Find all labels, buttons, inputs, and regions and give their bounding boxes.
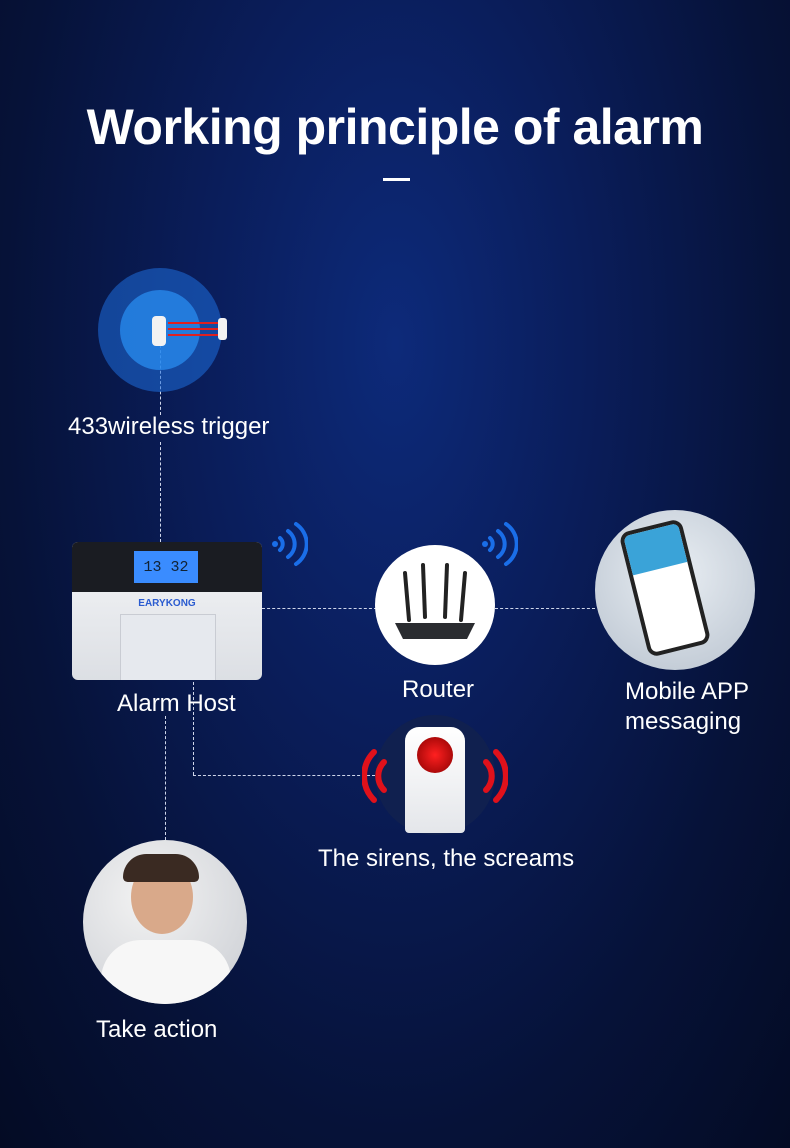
connector-host-router — [262, 608, 377, 609]
connector-trigger-host-lower — [160, 442, 161, 542]
wifi-signal-icon — [482, 522, 518, 566]
siren-icon — [405, 727, 465, 833]
title-underline — [383, 178, 410, 181]
page-title: Working principle of alarm — [86, 99, 704, 155]
alarm-panel-icon: 13 32 EARYKONG — [72, 542, 262, 680]
connector-host-siren — [193, 682, 194, 775]
app-circle — [595, 510, 755, 670]
siren-circle — [375, 715, 495, 835]
keypad — [120, 614, 216, 680]
connector-host-action — [165, 716, 166, 840]
door-sensor-icon — [152, 316, 166, 346]
wifi-signal-icon — [272, 522, 308, 566]
app-label-line2: messaging — [625, 708, 742, 735]
trigger-label: 433wireless trigger — [68, 413, 270, 440]
magnet-icon — [218, 318, 227, 340]
action-label: Take action — [96, 1016, 218, 1043]
router-circle — [375, 545, 495, 665]
host-label: Alarm Host — [117, 690, 236, 717]
siren-label: The sirens, the screams — [318, 845, 575, 872]
router-label: Router — [402, 676, 475, 703]
brand-logo: EARYKONG — [138, 598, 196, 609]
connector-router-app — [495, 608, 595, 609]
person-phone-icon — [83, 840, 247, 1004]
sensor-beam — [168, 322, 220, 336]
lcd-display: 13 32 — [134, 551, 198, 583]
connector-host-siren-h — [193, 775, 375, 776]
siren-sound-icon — [362, 749, 508, 803]
smartphone-icon — [618, 518, 712, 658]
router-icon — [395, 563, 475, 639]
app-label-line1: Mobile APP — [625, 678, 750, 705]
